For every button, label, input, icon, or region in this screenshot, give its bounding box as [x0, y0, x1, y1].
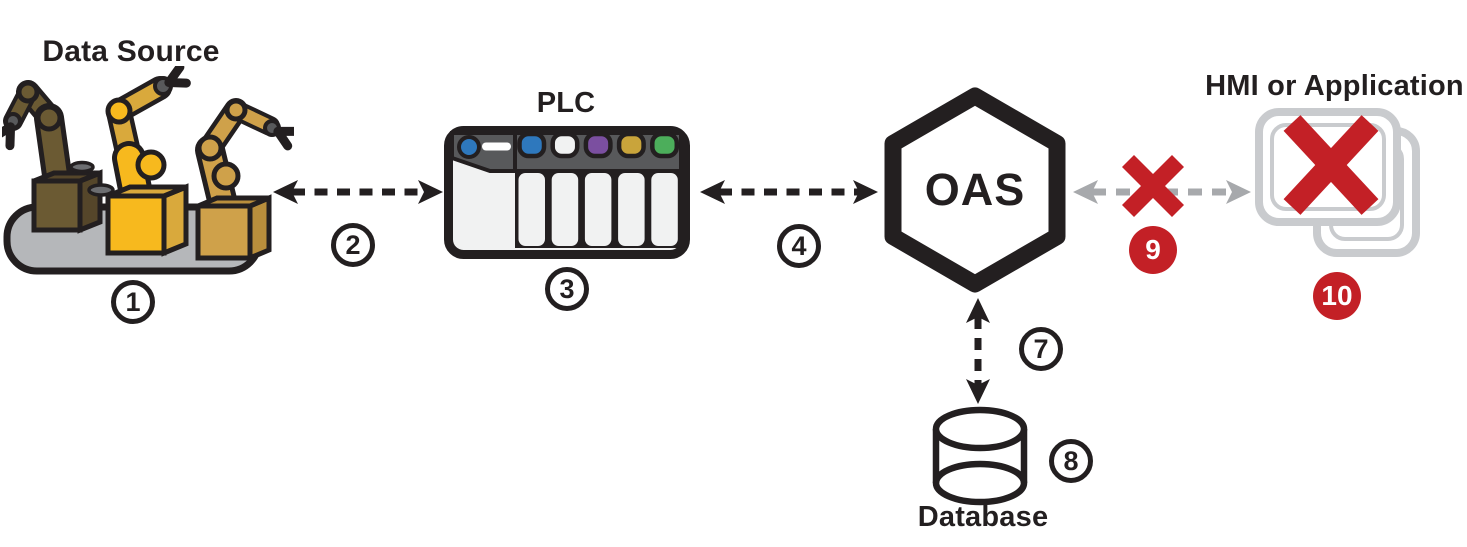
robot-arms-icon	[2, 66, 294, 275]
data-source-label: Data Source	[42, 35, 220, 68]
robot-left	[2, 80, 103, 234]
data-source-badge: 1	[111, 280, 155, 324]
connection-7-badge: 7	[1019, 327, 1063, 371]
database-cylinder-icon	[932, 406, 1028, 506]
robot-middle	[87, 67, 188, 257]
plc-badge: 3	[545, 267, 589, 311]
hmi-label: HMI or Application	[1205, 70, 1464, 102]
arrow-oas-hmi	[1073, 180, 1251, 204]
oas-hexagon-icon	[884, 87, 1066, 293]
plc-rack-icon	[444, 126, 690, 259]
red-x-icon-hmi	[1283, 115, 1379, 215]
plc-label: PLC	[536, 87, 596, 119]
red-x-icon-connection	[1121, 154, 1185, 218]
connection-4-badge: 4	[777, 224, 821, 268]
database-label: Database	[917, 501, 1049, 533]
connection-9-badge: 9	[1129, 226, 1177, 274]
arrow-data-source-plc	[273, 180, 443, 204]
hmi-badge: 10	[1313, 272, 1361, 320]
connection-2-badge: 2	[331, 223, 375, 267]
arrow-oas-database	[966, 298, 990, 404]
oas-label: OAS	[924, 164, 1026, 215]
database-badge: 8	[1049, 439, 1093, 483]
arrow-plc-oas	[700, 180, 878, 204]
robot-right	[195, 98, 294, 262]
stacked-screens-icon	[1255, 108, 1420, 257]
